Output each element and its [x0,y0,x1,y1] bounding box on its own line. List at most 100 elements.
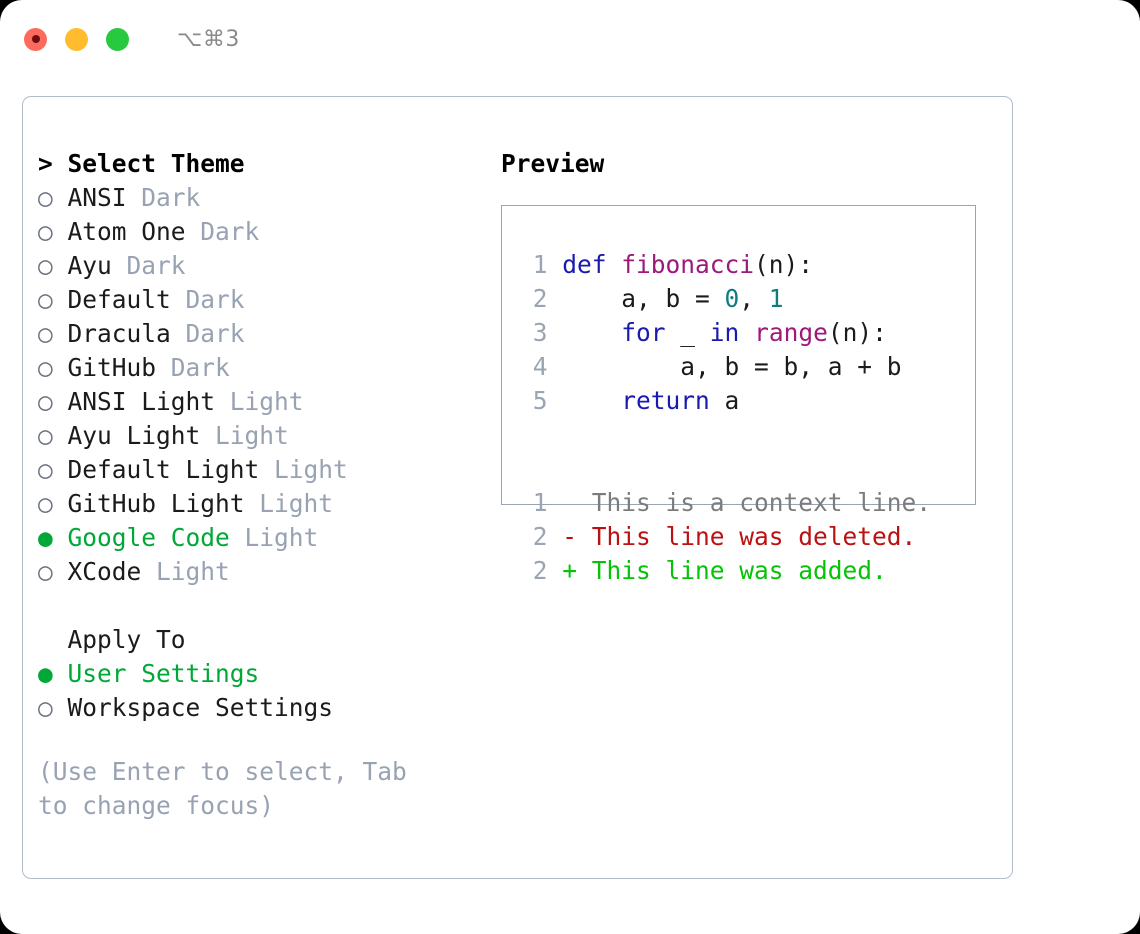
code-token-number: 0 [724,284,740,313]
radio-selected-icon[interactable]: ● [38,659,68,688]
radio-icon[interactable]: ○ [38,421,68,450]
code-token-keyword: return [621,386,710,415]
diff-line-context: 1 This is a context line. [518,486,975,520]
theme-name: XCode [67,557,142,586]
heading-marker: > [38,149,68,178]
zoom-button[interactable] [106,27,129,51]
diff-sample: 1 This is a context line. 2 - This line w… [518,486,975,588]
theme-list-item-ayu-light[interactable]: ○ Ayu Light Light [38,419,498,453]
theme-list-item-default-dark[interactable]: ○ Default Dark [38,283,498,317]
theme-name: Google Code [67,523,230,552]
close-button[interactable] [24,27,47,51]
radio-icon[interactable]: ○ [38,693,68,722]
diff-text: This is a context line. [562,488,932,517]
radio-icon[interactable]: ○ [38,455,68,484]
apply-to-item-workspace-settings[interactable]: ○ Workspace Settings [38,691,498,725]
theme-list: ○ ANSI Dark ○ Atom One Dark ○ Ayu Dark ○… [38,181,498,589]
theme-list-item-dracula-dark[interactable]: ○ Dracula Dark [38,317,498,351]
window-controls [24,27,129,51]
heading-label: Apply To [67,625,186,654]
theme-list-item-atom-one-dark[interactable]: ○ Atom One Dark [38,215,498,249]
theme-kind: Light [274,455,348,484]
theme-selector-column: > Select Theme ○ ANSI Dark ○ Atom One Da… [38,147,498,823]
theme-name: Default Light [67,455,260,484]
code-line: 4 a, b = b, a + b [518,350,975,384]
apply-to-item-user-settings[interactable]: ● User Settings [38,657,498,691]
code-token-plain: (n): [827,318,887,347]
apply-to-heading: Apply To [38,623,498,657]
radio-icon[interactable]: ○ [38,251,68,280]
code-token-plain: a, b = b, a + b [562,352,902,381]
theme-list-item-github-light[interactable]: ○ GitHub Light Light [38,487,498,521]
radio-icon[interactable]: ○ [38,217,68,246]
theme-name: Dracula [67,319,171,348]
theme-name: GitHub Light [67,489,245,518]
theme-name: Atom One [67,217,186,246]
theme-list-item-ayu-dark[interactable]: ○ Ayu Dark [38,249,498,283]
diff-text: - This line was deleted. [562,522,917,551]
theme-kind: Dark [185,319,245,348]
code-line: 2 a, b = 0, 1 [518,282,975,316]
line-number: 4 [532,352,548,381]
theme-kind: Light [156,557,230,586]
code-token-plain: a, b = [562,284,725,313]
line-number: 2 [532,556,548,585]
heading-marker [38,623,68,657]
apply-to-group: Apply To ● User Settings ○ Workspace Set… [38,623,498,725]
apply-to-label: User Settings [67,659,260,688]
theme-name: GitHub [67,353,157,382]
keyboard-shortcut-label: ⌥⌘3 [177,26,240,52]
radio-icon[interactable]: ○ [38,285,68,314]
preview-spacer [518,452,975,486]
theme-name: Ayu Light [67,421,201,450]
theme-kind: Light [215,421,289,450]
code-token-plain: a [709,386,740,415]
code-token-plain [562,386,621,415]
radio-selected-icon[interactable]: ● [38,523,68,552]
theme-kind: Light [259,489,334,518]
theme-name: ANSI Light [67,387,216,416]
code-token-plain [739,318,754,347]
theme-kind: Dark [185,285,245,314]
theme-list-item-google-code[interactable]: ● Google Code Light [38,521,498,555]
list-spacer [38,589,498,623]
diff-line-added: 2 + This line was added. [518,554,975,588]
radio-icon[interactable]: ○ [38,353,68,382]
radio-icon[interactable]: ○ [38,319,68,348]
theme-kind: Dark [170,353,230,382]
theme-list-item-xcode[interactable]: ○ XCode Light [38,555,498,589]
theme-list-item-ansi-light[interactable]: ○ ANSI Light Light [38,385,498,419]
theme-kind: Light [229,387,304,416]
code-token-number: 1 [768,284,784,313]
code-token-keyword: for [621,318,666,347]
radio-icon[interactable]: ○ [38,489,68,518]
heading-label: Select Theme [67,149,245,178]
content-panel: > Select Theme ○ ANSI Dark ○ Atom One Da… [22,96,1013,879]
diff-text: + This line was added. [562,556,887,585]
theme-list-item-ansi-dark[interactable]: ○ ANSI Dark [38,181,498,215]
code-token-plain: (n): [754,250,814,279]
code-token-keyword: in [709,318,740,347]
minimize-button[interactable] [65,27,88,51]
radio-icon[interactable]: ○ [38,183,68,212]
theme-kind: Dark [141,183,201,212]
theme-name: ANSI [67,183,127,212]
line-number: 1 [532,488,548,517]
preview-spacer [518,418,975,452]
line-number: 3 [532,318,548,347]
keyboard-hint-text: (Use Enter to select, Tab to change focu… [38,757,407,820]
code-token-keyword: def [562,250,622,279]
radio-icon[interactable]: ○ [38,557,68,586]
radio-icon[interactable]: ○ [38,387,68,416]
code-token-plain [562,318,621,347]
select-theme-heading: > Select Theme [38,147,498,181]
theme-kind: Dark [200,217,260,246]
code-token-function: range [754,318,828,347]
theme-kind: Light [244,523,319,552]
code-line: 5 return a [518,384,975,418]
theme-list-item-default-light[interactable]: ○ Default Light Light [38,453,498,487]
theme-list-item-github-dark[interactable]: ○ GitHub Dark [38,351,498,385]
